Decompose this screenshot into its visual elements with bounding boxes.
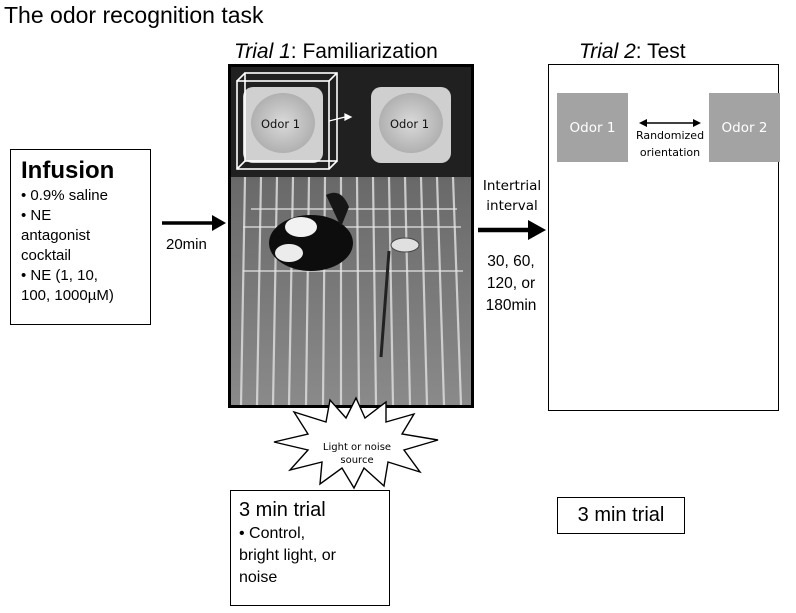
infusion-heading: Infusion [21, 157, 115, 184]
odor-object-left: Odor 1 [557, 93, 628, 162]
infusion-box: Infusion • 0.9% saline • NE antagonist c… [10, 149, 151, 325]
randomized-line: Randomized [635, 129, 705, 142]
trial1-info-box: 3 min trial • Control, bright light, or … [230, 490, 390, 606]
intertrial-label-line: interval [486, 198, 538, 214]
randomized-label: Randomized orientation [630, 127, 710, 161]
interval-line: 30, 60, [487, 253, 535, 270]
light-noise-starburst [273, 396, 439, 490]
page-title: The odor recognition task [4, 2, 264, 28]
trial2-label: Trial 2: Test [579, 40, 686, 64]
trial1-info-item: • Control, [239, 525, 306, 542]
delay-label: 20min [166, 236, 207, 253]
trial2-label-rest: : Test [635, 40, 686, 63]
randomized-line: orientation [639, 146, 701, 159]
infusion-item: • NE (1, 10, [21, 267, 98, 284]
odor-object-right: Odor 2 [709, 93, 780, 162]
cage-illustration: Odor 1 Odor 1 [231, 67, 471, 405]
starburst-label: Light or noise source [303, 441, 411, 467]
infusion-item: cocktail [21, 247, 72, 264]
arrow-to-trial2 [478, 220, 546, 240]
trial1-info-item: bright light, or [239, 547, 336, 564]
trial1-label: Trial 1: Familiarization [234, 40, 438, 64]
intertrial-label: Intertrial interval [474, 176, 550, 216]
trial2-info-box: 3 min trial [557, 497, 685, 534]
arrow-to-trial1 [162, 215, 226, 231]
interval-line: 180min [485, 297, 537, 314]
infusion-item: antagonist [21, 227, 91, 244]
trial1-info-heading: 3 min trial [239, 499, 326, 521]
starburst-label-line: Light or noise [322, 442, 392, 453]
odor-label-left: Odor 1 [261, 117, 300, 131]
infusion-item: 100, 1000µM) [21, 287, 114, 304]
trial2-label-italic: Trial 2 [579, 40, 636, 63]
odor-label-right: Odor 1 [390, 117, 429, 131]
trial1-label-italic: Trial 1 [234, 40, 291, 63]
infusion-item: • NE [21, 207, 52, 224]
starburst-label-line: source [340, 455, 374, 466]
interval-line: 120, or [486, 275, 536, 292]
intertrial-label-line: Intertrial [482, 178, 542, 194]
interval-values: 30, 60, 120, or 180min [478, 251, 544, 317]
trial1-label-rest: : Familiarization [290, 40, 438, 63]
infusion-item: • 0.9% saline [21, 187, 108, 204]
familiarization-photo: Odor 1 Odor 1 [228, 64, 474, 408]
trial1-info-item: noise [239, 569, 278, 586]
double-arrow-icon [639, 119, 701, 127]
